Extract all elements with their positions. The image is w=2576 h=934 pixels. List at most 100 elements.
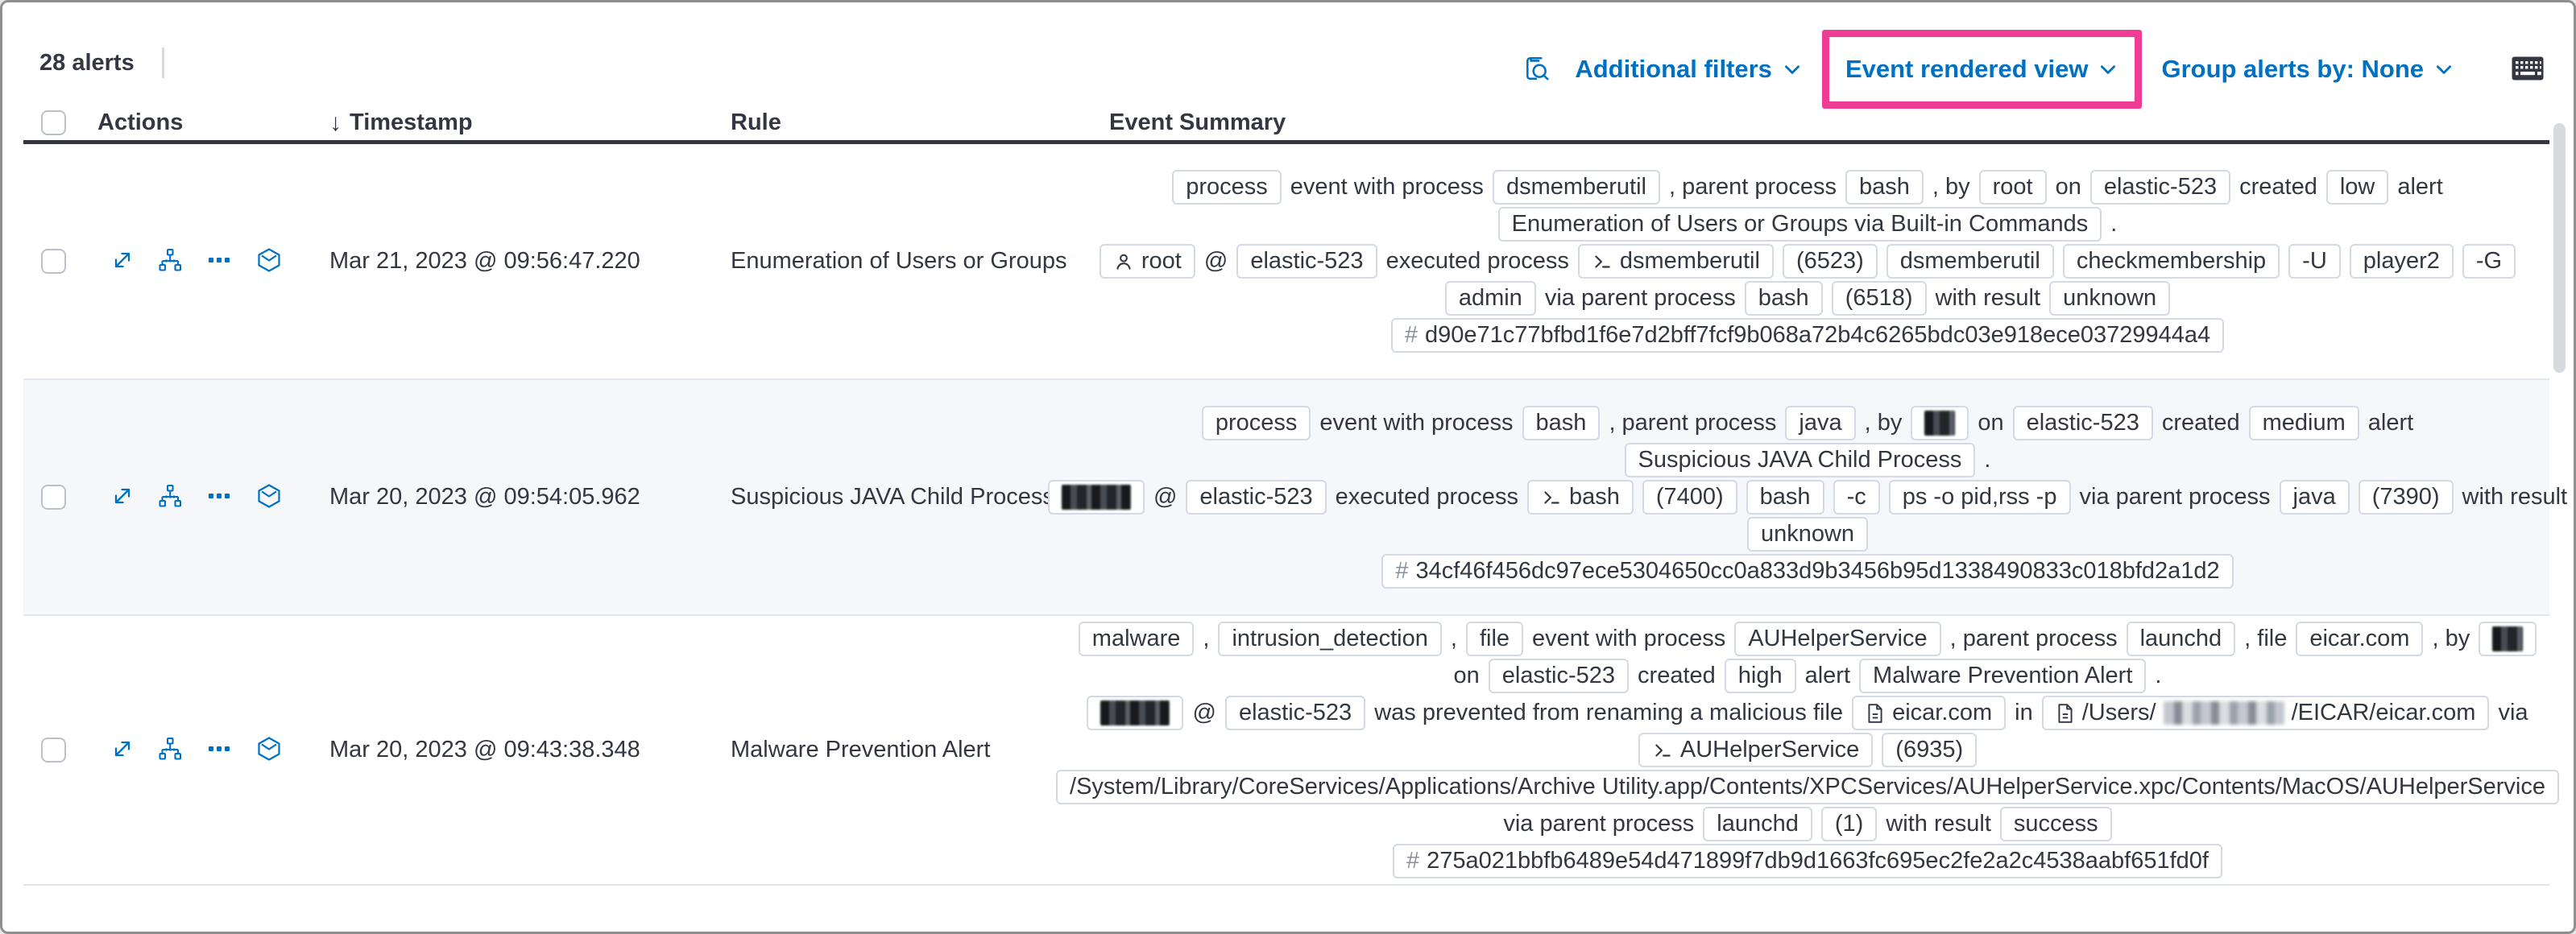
- group-alerts-by-button[interactable]: Group alerts by: None: [2153, 50, 2462, 89]
- summary-badge[interactable]: bash: [1526, 480, 1634, 515]
- additional-filters-button[interactable]: Additional filters: [1567, 50, 1811, 89]
- summary-badge[interactable]: process: [1201, 406, 1311, 440]
- view-selector-button[interactable]: Event rendered view: [1837, 50, 2127, 89]
- summary-badge[interactable]: player2: [2349, 244, 2454, 279]
- summary-badge[interactable]: admin: [1444, 281, 1536, 316]
- summary-badge[interactable]: dsmemberutil: [1577, 244, 1774, 279]
- summary-badge[interactable]: root: [1099, 244, 1195, 279]
- analyze-event-button[interactable]: [155, 734, 184, 766]
- summary-badge[interactable]: (6518): [1831, 281, 1927, 316]
- summary-badge[interactable]: [1087, 696, 1184, 730]
- summary-badge[interactable]: dsmemberutil: [1492, 170, 1660, 205]
- summary-badge[interactable]: java: [1785, 406, 1856, 440]
- alert-rule-name[interactable]: Enumeration of Users or Groups via Bui: [731, 248, 1074, 274]
- summary-badge[interactable]: elastic-523: [1488, 659, 1630, 693]
- summary-badge[interactable]: launchd: [1703, 807, 1812, 841]
- summary-badge[interactable]: [2479, 622, 2537, 656]
- more-actions-button[interactable]: [204, 245, 234, 278]
- summary-badge[interactable]: elastic-523: [2012, 406, 2153, 440]
- select-all-checkbox[interactable]: [41, 110, 66, 135]
- summary-badge[interactable]: root: [1978, 170, 2047, 205]
- summary-badge[interactable]: Malware Prevention Alert: [1859, 659, 2147, 693]
- header-actions[interactable]: Actions: [75, 110, 313, 136]
- summary-badge[interactable]: (6523): [1782, 244, 1878, 279]
- more-actions-button[interactable]: [204, 481, 234, 514]
- badge-text: Malware Prevention Alert: [1873, 663, 2133, 688]
- session-view-button[interactable]: [254, 734, 284, 767]
- summary-badge[interactable]: eicar.com: [1852, 696, 2007, 730]
- row-checkbox[interactable]: [41, 738, 66, 762]
- inspect-button[interactable]: [1518, 50, 1555, 89]
- summary-badge[interactable]: checkmembership: [2062, 244, 2280, 279]
- summary-badge[interactable]: dsmemberutil: [1886, 244, 2054, 279]
- summary-text: ,: [1203, 626, 1210, 651]
- summary-badge[interactable]: -G: [2462, 244, 2516, 279]
- summary-badge[interactable]: Enumeration of Users or Groups via Built…: [1497, 207, 2102, 242]
- more-actions-button[interactable]: [204, 734, 234, 767]
- summary-badge[interactable]: elastic-523: [1186, 480, 1327, 515]
- summary-badge[interactable]: AUHelperService: [1638, 733, 1874, 767]
- summary-badge[interactable]: [1911, 406, 1969, 440]
- more-actions-icon: [205, 482, 233, 512]
- summary-badge[interactable]: [1047, 480, 1145, 515]
- summary-badge[interactable]: elastic-523: [2089, 170, 2231, 205]
- summary-badge[interactable]: /Users//EICAR/eicar.com: [2041, 696, 2490, 730]
- keyboard-shortcuts-button[interactable]: [2506, 51, 2549, 89]
- alert-rule-name[interactable]: Malware Prevention Alert: [731, 737, 991, 762]
- header-event-summary[interactable]: Event Summary: [1074, 110, 2549, 136]
- summary-badge[interactable]: low: [2325, 170, 2389, 205]
- summary-badge[interactable]: process: [1172, 170, 1282, 205]
- summary-badge[interactable]: success: [1999, 807, 2112, 841]
- summary-badge[interactable]: elastic-523: [1224, 696, 1366, 730]
- summary-badge[interactable]: (1): [1820, 807, 1878, 841]
- summary-badge[interactable]: (7400): [1642, 480, 1737, 515]
- summary-text: executed process: [1335, 484, 1518, 510]
- summary-badge[interactable]: file: [1465, 622, 1524, 656]
- summary-badge[interactable]: eicar.com: [2296, 622, 2424, 656]
- summary-badge[interactable]: launchd: [2126, 622, 2236, 656]
- summary-badge[interactable]: intrusion_detection: [1218, 622, 1442, 656]
- alert-rule-name[interactable]: Suspicious JAVA Child Process: [731, 484, 1054, 510]
- hash-badge[interactable]: #34cf46f456dc97ece5304650cc0a833d9b3456b…: [1381, 554, 2234, 589]
- summary-badge[interactable]: high: [1724, 659, 1796, 693]
- row-checkbox[interactable]: [41, 485, 66, 510]
- header-timestamp[interactable]: ↓ Timestamp: [313, 110, 698, 137]
- expand-alert-icon: [110, 737, 135, 763]
- summary-badge[interactable]: (7390): [2358, 480, 2454, 515]
- session-view-button[interactable]: [254, 245, 284, 278]
- group-alerts-by-label: Group alerts by: None: [2161, 55, 2424, 83]
- summary-badge[interactable]: bash: [1744, 281, 1823, 316]
- analyze-event-button[interactable]: [155, 481, 184, 513]
- summary-badge[interactable]: unknown: [1746, 517, 1869, 552]
- inspect-icon: [1523, 55, 1551, 85]
- summary-badge[interactable]: bash: [1845, 170, 1924, 205]
- summary-badge[interactable]: unknown: [2049, 281, 2171, 316]
- summary-badge[interactable]: elastic-523: [1236, 244, 1377, 279]
- session-view-button[interactable]: [254, 481, 284, 514]
- summary-badge[interactable]: -c: [1833, 480, 1880, 515]
- summary-badge[interactable]: java: [2279, 480, 2350, 515]
- scrollbar-thumb[interactable]: [2553, 123, 2566, 373]
- summary-badge[interactable]: AUHelperService: [1734, 622, 1941, 656]
- summary-badge[interactable]: (6935): [1882, 733, 1978, 767]
- expand-alert-button[interactable]: [109, 246, 136, 276]
- summary-badge[interactable]: /System/Library/CoreServices/Application…: [1056, 770, 2559, 804]
- summary-badge[interactable]: Suspicious JAVA Child Process: [1624, 443, 1976, 477]
- summary-badge[interactable]: ps -o pid,rss -p: [1888, 480, 2071, 515]
- expand-alert-button[interactable]: [109, 482, 136, 512]
- summary-badge[interactable]: medium: [2248, 406, 2359, 440]
- hash-badge[interactable]: #d90e71c77bfbd1f6e7d2bff7fcf9b068a72b4c6…: [1390, 318, 2225, 353]
- summary-badge[interactable]: -U: [2288, 244, 2341, 279]
- row-checkbox[interactable]: [41, 249, 66, 274]
- summary-badge[interactable]: bash: [1746, 480, 1824, 515]
- expand-alert-button[interactable]: [109, 735, 136, 765]
- summary-text: via parent process: [2079, 484, 2271, 510]
- badge-text: java: [1799, 410, 1842, 436]
- summary-badge[interactable]: malware: [1078, 622, 1195, 656]
- summary-badge[interactable]: bash: [1522, 406, 1601, 440]
- hash-badge[interactable]: #275a021bbfb6489e54d471899f7db9d1663fc69…: [1393, 844, 2222, 878]
- analyze-event-icon: [157, 736, 183, 764]
- header-rule[interactable]: Rule: [698, 110, 1074, 136]
- badge-text: (7400): [1655, 484, 1724, 510]
- analyze-event-button[interactable]: [155, 246, 184, 277]
